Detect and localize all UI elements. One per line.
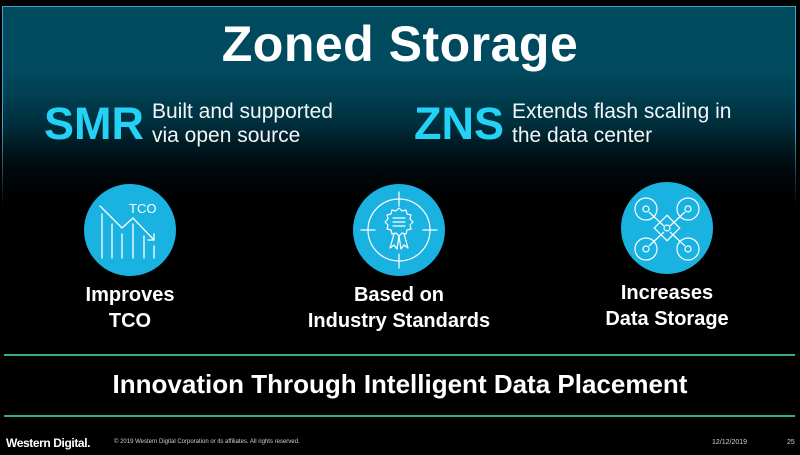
header-panel (2, 6, 796, 207)
pillar-label: Based on Industry Standards (279, 282, 519, 334)
tco-declining-chart-icon: TCO (84, 184, 176, 276)
feature-zns: ZNS Extends flash scaling in the data ce… (414, 98, 731, 150)
feature-description: Extends flash scaling in the data center (512, 100, 731, 148)
network-nodes-icon (621, 182, 713, 274)
western-digital-logo: Western Digital. (6, 436, 91, 450)
feature-description-line: the data center (512, 124, 653, 147)
pillar-label-line: Data Storage (605, 308, 729, 330)
copyright-notice: © 2019 Western Digital Corporation or it… (114, 439, 300, 445)
pillar-label-line: Based on (353, 284, 445, 306)
feature-description-line: via open source (152, 124, 301, 147)
slide-date: 12/12/2019 (712, 439, 748, 446)
slide-title: Zoned Storage (221, 16, 579, 72)
feature-description-line: Built and supported (152, 100, 333, 123)
divider-line (4, 415, 795, 417)
feature-smr: SMR Built and supported via open source (44, 98, 333, 150)
feature-description: Built and supported via open source (152, 100, 333, 148)
feature-description-line: Extends flash scaling in (512, 100, 732, 123)
divider-line (4, 354, 795, 356)
svg-text:TCO: TCO (129, 201, 156, 216)
pillar-label-line: Industry Standards (307, 310, 491, 332)
feature-acronym: SMR (44, 98, 144, 149)
page-number: 25 (787, 439, 795, 446)
certified-badge-target-icon (353, 184, 445, 276)
pillar-label-line: Improves (85, 284, 175, 306)
feature-acronym: ZNS (414, 98, 504, 149)
pillar-label-line: TCO (108, 310, 152, 332)
pillar-label: Improves TCO (10, 282, 250, 334)
pillar-label-line: Increases (620, 282, 714, 304)
pillar-label: Increases Data Storage (547, 280, 787, 332)
tagline: Innovation Through Intelligent Data Plac… (112, 369, 688, 399)
